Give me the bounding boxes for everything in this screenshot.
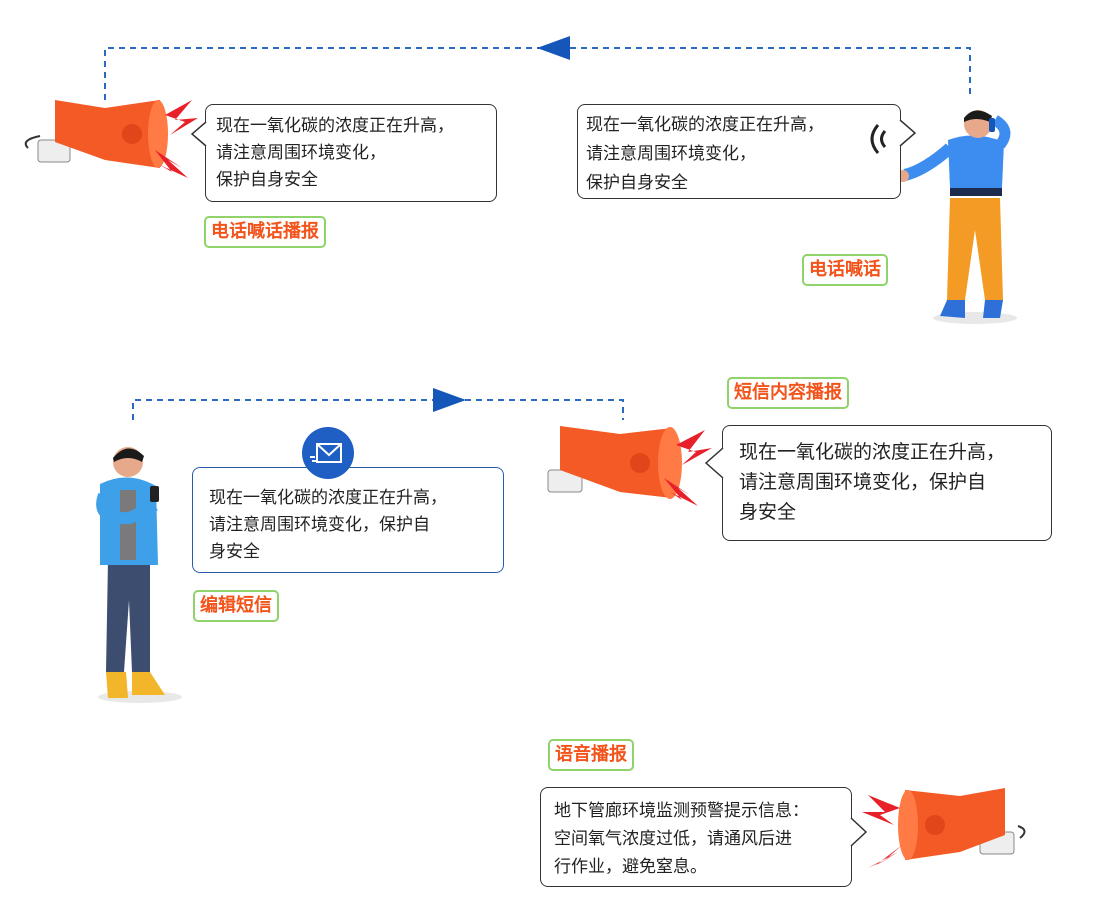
- arrow-left-icon: [537, 36, 570, 60]
- texting-person: [96, 447, 182, 703]
- voice-bubble-text: 地下管廊环境监测预警提示信息： 空间氧气浓度过低，请通风后进 行作业，避免窒息。: [554, 801, 809, 877]
- phone-flow-connector: [104, 47, 971, 100]
- megaphone-icon: [898, 788, 1026, 860]
- lightning-icon: [155, 100, 198, 178]
- sms-speaker-bubble: 现在一氧化碳的浓度正在升高， 请注意周围环境变化，保护自 身安全: [722, 425, 1052, 541]
- tag-voice-broadcast: 语音播报: [548, 739, 634, 771]
- tag-sms-broadcast: 短信内容播报: [727, 377, 849, 409]
- arrow-right-icon: [433, 388, 466, 412]
- sms-flow-connector: [132, 399, 624, 420]
- voice-bubble: 地下管廊环境监测预警提示信息： 空间氧气浓度过低，请通风后进 行作业，避免窒息。: [540, 787, 852, 887]
- megaphone-icon: [24, 100, 168, 168]
- envelope-icon: [302, 427, 354, 479]
- caller-bubble: 现在一氧化碳的浓度正在升高， 请注意周围环境变化， 保护自身安全: [577, 104, 901, 199]
- megaphone-icon: [547, 426, 682, 499]
- tag-phone-broadcast: 电话喊话播报: [204, 216, 326, 248]
- caller-person: [897, 110, 1017, 324]
- speaker-bubble-phone: 现在一氧化碳的浓度正在升高， 请注意周围环境变化， 保护自身安全: [205, 104, 497, 202]
- tag-edit-sms: 编辑短信: [193, 590, 279, 622]
- caller-bubble-text: 现在一氧化碳的浓度正在升高， 请注意周围环境变化， 保护自身安全: [586, 115, 824, 193]
- lightning-icon: [862, 795, 902, 868]
- lightning-icon: [664, 430, 712, 506]
- sms-speaker-bubble-text: 现在一氧化碳的浓度正在升高， 请注意周围环境变化，保护自 身安全: [739, 441, 1006, 523]
- sms-compose-bubble: 现在一氧化碳的浓度正在升高， 请注意周围环境变化，保护自 身安全: [192, 467, 504, 573]
- speaker-bubble-phone-text: 现在一氧化碳的浓度正在升高， 请注意周围环境变化， 保护自身安全: [216, 116, 454, 190]
- sms-compose-bubble-text: 现在一氧化碳的浓度正在升高， 请注意周围环境变化，保护自 身安全: [209, 488, 447, 562]
- tag-phone-call: 电话喊话: [802, 254, 888, 286]
- sound-wave-icon: [870, 124, 887, 154]
